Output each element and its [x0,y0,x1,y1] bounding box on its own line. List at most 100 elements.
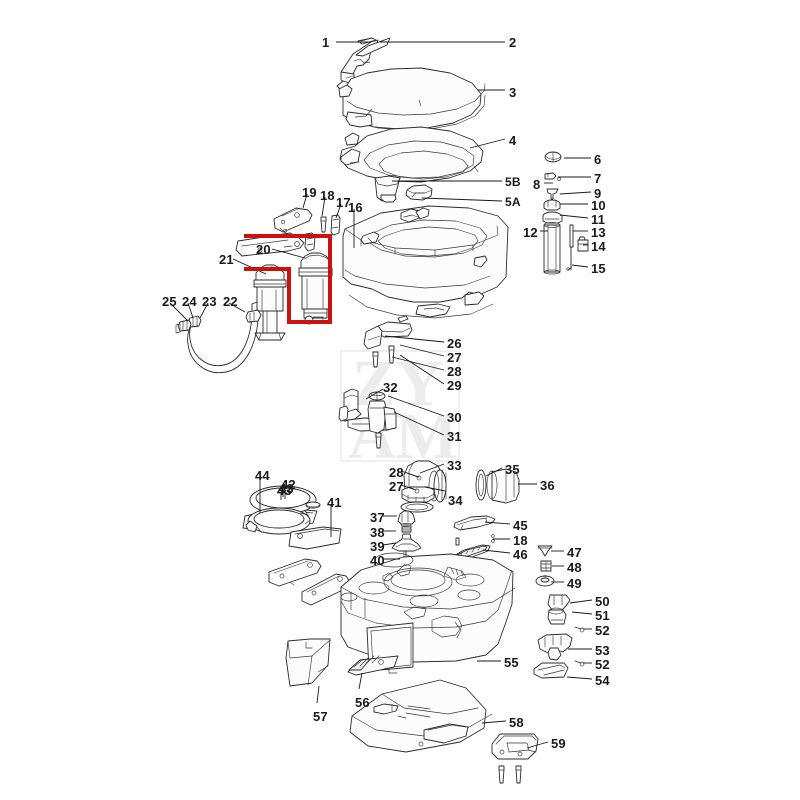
leader-line-21 [232,258,267,275]
part-number-27b: 27 [389,479,404,494]
leader-line-46 [482,549,511,554]
part-number-22: 22 [223,294,238,309]
part-number-50: 50 [595,594,610,609]
part-number-33: 33 [447,458,462,473]
part-45-handle [453,515,496,531]
part-10-nut [543,199,561,211]
part-number-45: 45 [513,518,528,533]
part-number-9: 9 [594,186,602,201]
part-number-47: 47 [567,545,582,560]
part-number-18: 18 [320,188,335,203]
leader-line-39 [382,542,397,546]
part-number-52: 52 [595,623,610,638]
leader-line-18 [321,196,326,217]
part-number-3: 3 [509,85,517,100]
part-11-collar [542,211,563,224]
part-54-slide [533,662,569,679]
part-number-46: 46 [513,547,528,562]
part-number-23: 23 [202,294,217,309]
watermark: ZY AM [340,347,460,473]
leader-line-32 [365,388,384,400]
part-number-24: 24 [182,294,197,309]
part-27-28-29-screws [372,345,395,368]
leader-line-51 [571,611,593,615]
part-39-diaphragm [391,533,422,552]
part-number-6: 6 [594,152,602,167]
part-number-54: 54 [595,673,610,688]
leader-line-30 [387,395,445,417]
part-26-blade [363,315,413,350]
part-number-31: 31 [447,429,462,444]
part-36-end-cap [486,468,520,504]
part-number-37: 37 [370,510,385,525]
part-49-grommet [535,574,555,587]
part-34-seal [400,501,434,513]
leader-line-19 [302,193,308,209]
part-number-11: 11 [591,212,606,227]
part-18b-screw [455,534,495,546]
part-20-cartridge-right [298,252,333,325]
part-number-25: 25 [162,294,177,309]
leader-lines [169,41,593,749]
part-18-screw [320,216,327,233]
part-number-17: 17 [336,195,351,210]
leader-line-23 [199,302,209,319]
part-number-15: 15 [591,261,606,276]
part-56-vent-bar [347,655,399,676]
part-number-43: 43 [279,481,294,496]
part-number-18b: 18 [513,533,528,548]
part-number-30: 30 [447,410,462,425]
part-22-25-hose [175,309,262,374]
part-number-59: 59 [551,736,566,751]
part-number-8: 8 [533,177,541,192]
leader-line-56 [358,672,363,690]
part-number-10: 10 [591,198,606,213]
svg-text:AM: AM [348,400,458,473]
part-number-4: 4 [509,133,517,148]
part-number-27: 27 [447,350,462,365]
part-53-latch-body [537,633,585,667]
leader-line-28b [400,470,420,478]
part-number-43b: 43 [277,483,292,498]
leader-line-11 [559,214,589,219]
part-number-38: 38 [370,525,385,540]
part-12-pump-body [543,222,561,275]
part-number-53: 53 [595,643,610,658]
part-number-51: 51 [595,608,610,623]
part-58-base [349,679,493,753]
leader-line-45 [484,521,511,525]
leader-line-26 [384,335,445,343]
part-number-28: 28 [447,364,462,379]
leader-line-31 [393,411,445,436]
part-38-spring [400,523,412,533]
leader-line-4 [469,138,506,149]
leader-line-50 [569,599,593,604]
part-13-rod [569,224,574,271]
leader-line-20 [271,248,306,259]
leader-line-27b [400,484,415,490]
leader-line-58 [481,720,507,724]
part-50-51-52-latch [547,594,585,633]
part-number-2: 2 [509,35,517,50]
part-number-42: 42 [281,477,296,492]
part-number-52b: 52 [595,657,610,672]
part-14-filter [577,236,589,252]
part-number-41: 41 [327,495,342,510]
part-number-28b: 28 [389,465,404,480]
part-number-20: 20 [256,242,271,257]
part-number-14: 14 [591,239,606,254]
part-number-7: 7 [594,171,602,186]
part-number-5B: 5B [505,175,521,189]
selected-part-highlight[interactable] [244,234,332,324]
leader-line-17 [335,203,342,219]
part-number-29: 29 [447,378,462,393]
part-19-lever-plate [273,207,313,233]
leader-line-5A [421,197,503,202]
part-30-31-valve-shaft [367,391,397,449]
part-number-16: 16 [348,200,363,215]
leader-line-28 [391,356,445,371]
leader-line-33 [419,463,445,474]
leader-line-29 [399,354,445,385]
part-number-48: 48 [567,560,582,575]
